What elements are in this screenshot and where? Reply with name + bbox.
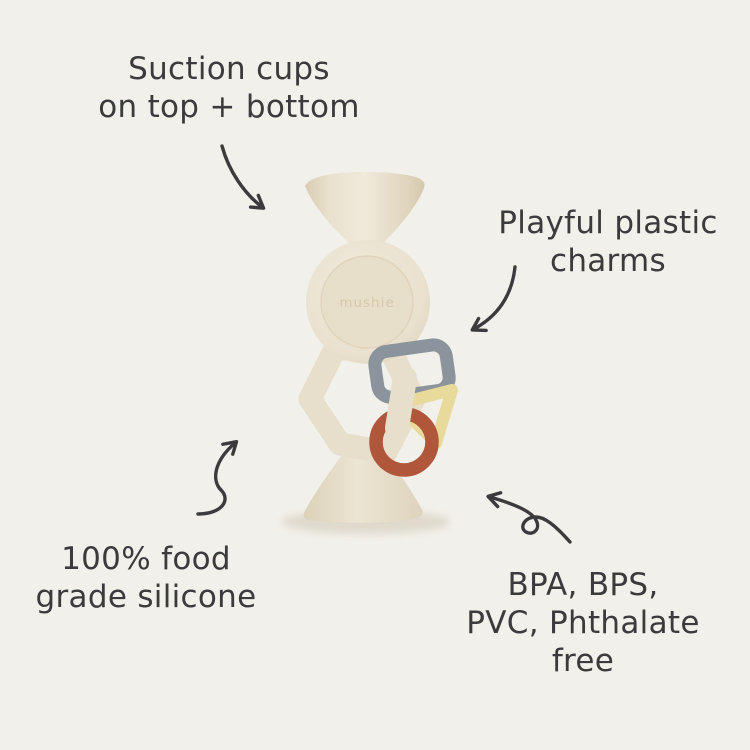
toy-disc-inset bbox=[320, 255, 414, 349]
suction-cup-top bbox=[305, 171, 425, 258]
annotation-line: on top + bottom bbox=[98, 89, 360, 125]
annotation-line: charms bbox=[549, 243, 667, 279]
annotation-line: Playful plastic bbox=[498, 205, 718, 241]
annotation-food-grade-silicone: 100% food grade silicone bbox=[36, 540, 257, 616]
arrow-suction bbox=[220, 144, 266, 210]
arrow-silicone bbox=[196, 439, 239, 516]
annotation-line: BPA, BPS, bbox=[507, 567, 659, 603]
arrow-bpa bbox=[486, 491, 572, 544]
annotation-plastic-charms: Playful plastic charms bbox=[498, 204, 717, 280]
hexagon-bar-front bbox=[385, 366, 417, 440]
annotation-suction-cups: Suction cups on top + bottom bbox=[98, 50, 360, 126]
annotation-line: Suction cups bbox=[128, 51, 330, 87]
annotation-bpa-free: BPA, BPS, PVC, Phthalate free bbox=[466, 566, 699, 680]
annotation-line: grade silicone bbox=[35, 579, 257, 615]
brand-emboss: mushie bbox=[339, 295, 394, 311]
arrow-charms bbox=[470, 265, 517, 333]
annotation-line: free bbox=[551, 643, 615, 679]
annotation-line: 100% food bbox=[61, 541, 231, 577]
annotation-line: PVC, Phthalate bbox=[466, 605, 700, 641]
suction-cup-bottom bbox=[303, 444, 423, 523]
